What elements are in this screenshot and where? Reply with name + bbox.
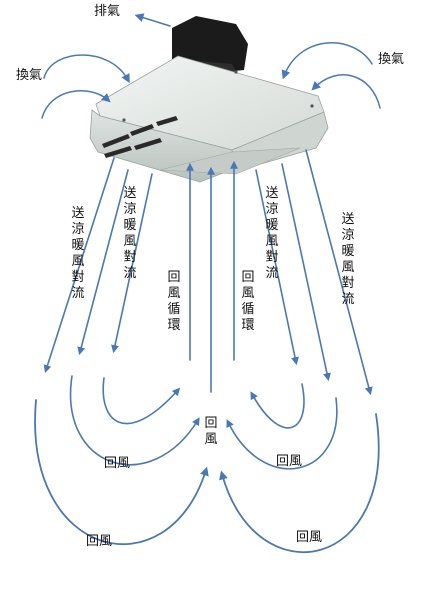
supply-arrow-right-inner — [255, 169, 299, 366]
return-right-middle-label: 回風 — [276, 454, 303, 469]
exhaust-label: 排氣 — [94, 4, 121, 19]
loop-right-middle — [226, 397, 338, 470]
supply-label-right-inner: 送涼暖風對流 — [265, 186, 279, 281]
ceiling-unit — [89, 16, 329, 183]
supply-label-left-inner: 送涼暖風對流 — [123, 186, 137, 281]
supply-arrow-left-mid — [77, 169, 129, 356]
return-circulation-label-right: 回風循環 — [241, 270, 255, 333]
supply-label-right-outer: 送涼暖風對流 — [341, 212, 355, 307]
ventilation-right-arrow-top — [281, 42, 373, 80]
return-left-bottom-label: 回風 — [86, 534, 113, 549]
ventilation-left-label: 換氣 — [16, 68, 43, 83]
return-center-label: 回風 — [204, 416, 218, 447]
loop-left-outer — [34, 399, 209, 545]
supply-arrow-right-outer — [305, 149, 373, 396]
return-left-middle-label: 回風 — [104, 456, 131, 471]
loop-left-middle — [69, 375, 200, 466]
exhaust-arrow — [134, 13, 171, 27]
loop-right-outer — [219, 413, 380, 554]
supply-arrow-left-inner — [111, 173, 153, 354]
return-circulation-label-left: 回風循環 — [167, 270, 181, 333]
supply-label-left-outer: 送涼暖風對流 — [71, 206, 85, 301]
loop-right-inner — [250, 383, 305, 429]
ventilation-left-arrow-top — [43, 54, 130, 84]
ventilation-left-arrow-bottom — [41, 90, 111, 119]
ventilation-right-arrow-bottom — [311, 74, 381, 109]
vent-slots — [102, 116, 178, 158]
supply-arrow-left-outer — [43, 157, 115, 374]
airflow-arrows — [34, 13, 381, 554]
return-right-bottom-label: 回風 — [296, 530, 323, 545]
loop-left-inner — [102, 377, 181, 425]
ventilation-right-label: 換氣 — [378, 52, 405, 67]
supply-arrow-right-mid — [281, 163, 331, 382]
